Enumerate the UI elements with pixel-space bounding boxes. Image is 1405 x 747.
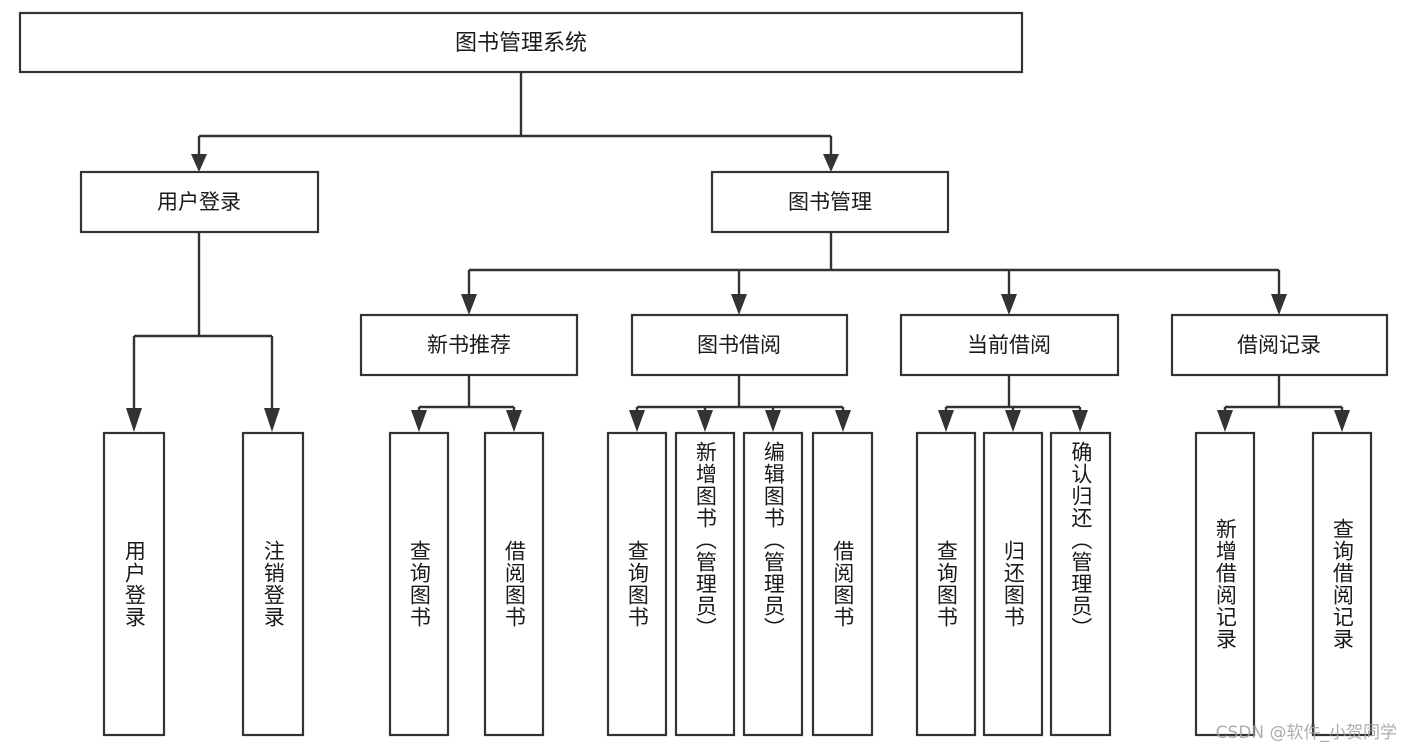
arrow-leaf-query-book-1 xyxy=(411,410,427,432)
arrow-leaf-edit-book xyxy=(765,410,781,432)
node-book-borrow-label: 图书借阅 xyxy=(697,333,781,357)
node-user-login[interactable] xyxy=(79,170,320,234)
arrow-leaf-add-record xyxy=(1217,410,1233,432)
node-leaf-borrow-book-2[interactable] xyxy=(811,431,874,737)
node-book-manage-label: 图书管理 xyxy=(788,190,872,214)
connector-layer xyxy=(126,72,1350,432)
node-leaf-confirm-return[interactable] xyxy=(1049,431,1112,737)
node-leaf-borrow-book-1[interactable] xyxy=(483,431,545,737)
node-leaf-query-book-1[interactable] xyxy=(388,431,450,737)
node-book-manage[interactable] xyxy=(710,170,950,234)
arrow-leaf-return-book xyxy=(1005,410,1021,432)
node-leaf-edit-book[interactable] xyxy=(742,431,804,737)
arrow-current-borrow xyxy=(1001,294,1017,315)
node-leaf-return-book[interactable] xyxy=(982,431,1044,737)
node-leaf-add-record[interactable] xyxy=(1194,431,1256,737)
node-leaf-logout-login[interactable] xyxy=(241,431,305,737)
arrow-leaf-logout-login xyxy=(264,408,280,432)
arrow-leaf-confirm-return xyxy=(1072,410,1088,432)
watermark-text: CSDN @软件_小贺同学 xyxy=(1215,723,1397,743)
node-borrow-record[interactable] xyxy=(1170,313,1389,377)
node-root-label: 图书管理系统 xyxy=(455,31,587,56)
arrow-new-book-recommend xyxy=(461,294,477,315)
arrow-leaf-borrow-book-1 xyxy=(506,410,522,432)
arrow-leaf-query-book-2 xyxy=(629,410,645,432)
arrow-book-manage xyxy=(823,154,839,172)
arrow-leaf-borrow-book-2 xyxy=(835,410,851,432)
arrow-book-borrow xyxy=(731,294,747,315)
node-leaf-query-record[interactable] xyxy=(1311,431,1373,737)
node-leaf-add-book[interactable] xyxy=(674,431,736,737)
node-leaf-query-book-3[interactable] xyxy=(915,431,977,737)
node-borrow-record-label: 借阅记录 xyxy=(1237,333,1321,357)
node-current-borrow[interactable] xyxy=(899,313,1120,377)
arrow-leaf-query-record xyxy=(1334,410,1350,432)
node-book-borrow[interactable] xyxy=(630,313,849,377)
node-root[interactable] xyxy=(18,11,1024,74)
node-leaf-user-login[interactable] xyxy=(102,431,166,737)
arrow-leaf-user-login xyxy=(126,408,142,432)
node-user-login-label: 用户登录 xyxy=(157,190,241,214)
arrow-leaf-query-book-3 xyxy=(938,410,954,432)
node-layer: 图书管理系统 用户登录 图书管理 新书推荐 图书借阅 当前借阅 借阅记录 xyxy=(18,11,1389,737)
arrow-leaf-add-book xyxy=(697,410,713,432)
node-current-borrow-label: 当前借阅 xyxy=(967,333,1051,357)
node-new-book-recommend[interactable] xyxy=(359,313,579,377)
node-new-book-recommend-label: 新书推荐 xyxy=(427,333,511,357)
node-leaf-query-book-2[interactable] xyxy=(606,431,668,737)
arrow-user-login xyxy=(191,154,207,172)
arrow-borrow-record xyxy=(1271,294,1287,315)
